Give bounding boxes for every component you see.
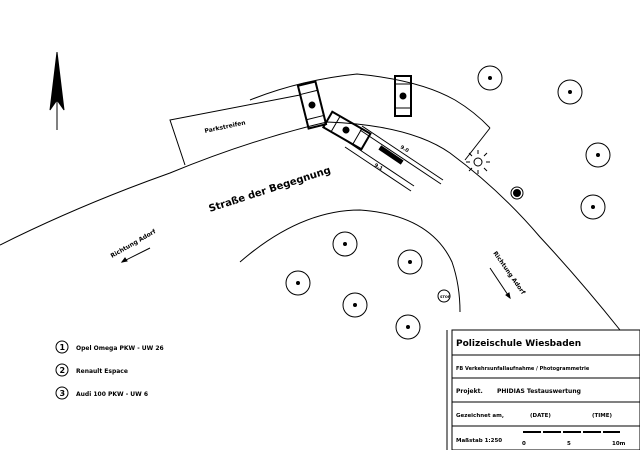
- skid-marks: [344, 125, 444, 192]
- tree-icon: [557, 79, 583, 105]
- parking-label: Parkstreifen: [204, 119, 246, 135]
- inner-curb: [239, 209, 461, 313]
- road-edge-upper: [249, 73, 491, 129]
- tree-icon: [585, 142, 611, 168]
- scale-tick: 10m: [612, 441, 626, 447]
- legend-number: 1: [60, 343, 66, 352]
- direction-label-left: Richtung Adorf: [110, 228, 158, 260]
- tree-icon: [477, 65, 503, 91]
- scale-tick: 0: [522, 441, 526, 447]
- drawn-label: Gezeichnet am,: [456, 413, 504, 419]
- tree-icon: [395, 314, 421, 340]
- direction-label-right: Richtung Adorf: [491, 250, 526, 296]
- legend-number: 2: [60, 366, 66, 375]
- trees: [285, 65, 611, 340]
- title-block-title: Polizeischule Wiesbaden: [456, 339, 581, 349]
- parking-strip-end: [464, 127, 491, 161]
- measure-2: 9.1: [373, 163, 384, 173]
- title-block-department: FB Verkehrsunfallaufnahme / Photogrammet…: [456, 366, 590, 372]
- stop-sign-icon: [437, 289, 451, 303]
- vehicle-3: [394, 75, 412, 117]
- tree-icon: [580, 194, 606, 220]
- street-lamp-icon: [466, 150, 490, 174]
- measure-1: 9.0: [399, 145, 410, 155]
- road-edge-lower: [0, 121, 621, 331]
- project-value: PHIDIAS Testauswertung: [497, 388, 581, 395]
- vehicle-1: [296, 80, 328, 130]
- title-block-frame: [446, 329, 640, 450]
- vehicle-2: [321, 110, 372, 151]
- project-label: Projekt.: [456, 388, 483, 395]
- tree-icon: [285, 270, 311, 296]
- drawn-time: (TIME): [592, 413, 613, 419]
- drawn-date: (DATE): [530, 413, 551, 419]
- road-name: Straße der Begegnung: [208, 165, 333, 215]
- legend-item: Audi 100 PKW - UW 6: [76, 391, 148, 398]
- north-arrow-icon: [49, 51, 65, 130]
- legend-item: Renault Espace: [76, 368, 128, 375]
- tree-icon: [342, 292, 368, 318]
- legend-number: 3: [60, 389, 66, 398]
- tree-icon: [397, 249, 423, 275]
- scale-tick: 5: [567, 441, 571, 447]
- tree-icon: [332, 231, 358, 257]
- scale-label: Maßstab 1:250: [456, 438, 502, 444]
- legend-item: Opel Omega PKW - UW 26: [76, 345, 164, 352]
- parking-strip: [169, 94, 301, 166]
- manhole-icon: [510, 186, 524, 200]
- stop-sign-label: STOP: [440, 295, 451, 299]
